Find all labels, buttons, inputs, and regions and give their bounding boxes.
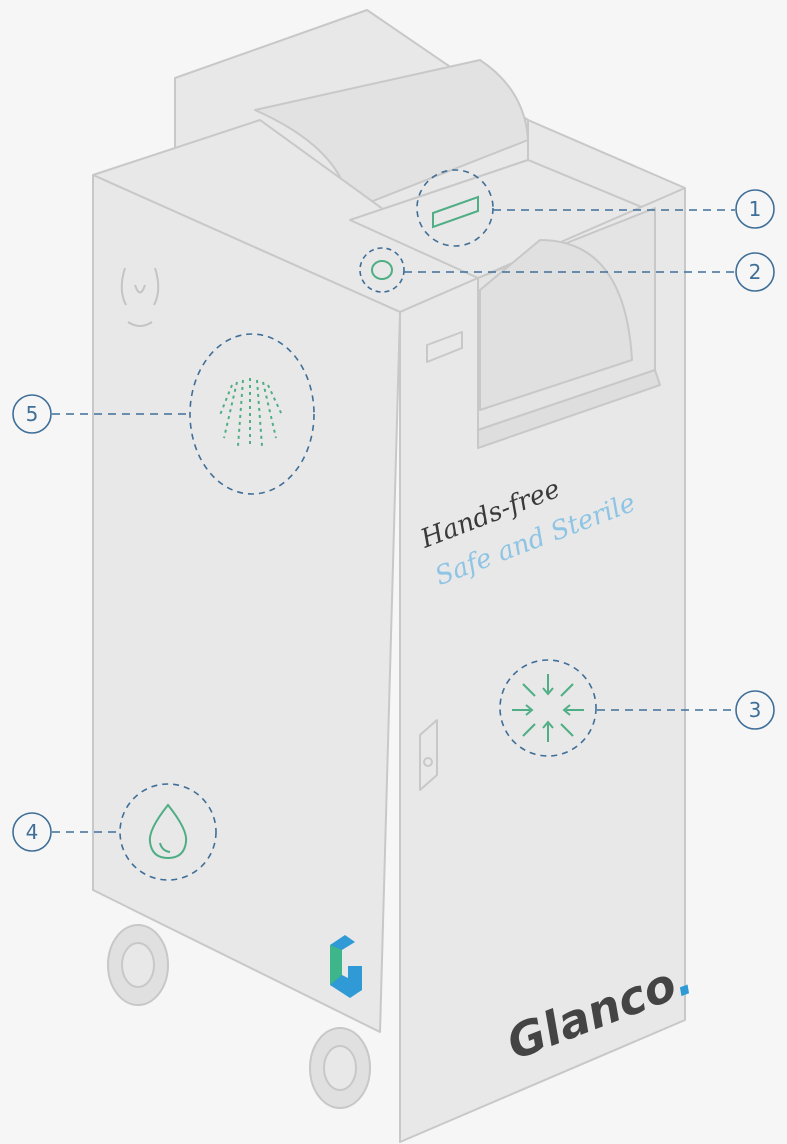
callout-4 [12, 783, 217, 881]
drum-ledge [477, 369, 661, 449]
callout-1-number: 1 [749, 197, 762, 221]
spray-nozzle-icon [219, 378, 283, 448]
callout-3 [499, 659, 775, 757]
left-panel [92, 174, 401, 1033]
front-panel [399, 187, 686, 1143]
key-lock [419, 719, 438, 791]
handle-slot [426, 331, 463, 363]
callout-2 [359, 247, 775, 293]
drum-shape [479, 239, 633, 411]
hand-sensor-icon [120, 267, 160, 327]
g-logo-icon [330, 935, 362, 998]
water-drop-icon [148, 803, 188, 860]
key-lock-icon [423, 757, 433, 767]
callout-5-number: 5 [26, 402, 39, 426]
callout-2-number: 2 [749, 260, 762, 284]
callout-3-number: 3 [749, 698, 762, 722]
callout-4-number: 4 [26, 820, 39, 844]
callout-1 [416, 169, 775, 247]
display-panel-icon [432, 195, 479, 229]
round-button-icon [371, 260, 393, 280]
callout-5 [12, 333, 315, 495]
compression-arrows-icon [512, 674, 584, 742]
